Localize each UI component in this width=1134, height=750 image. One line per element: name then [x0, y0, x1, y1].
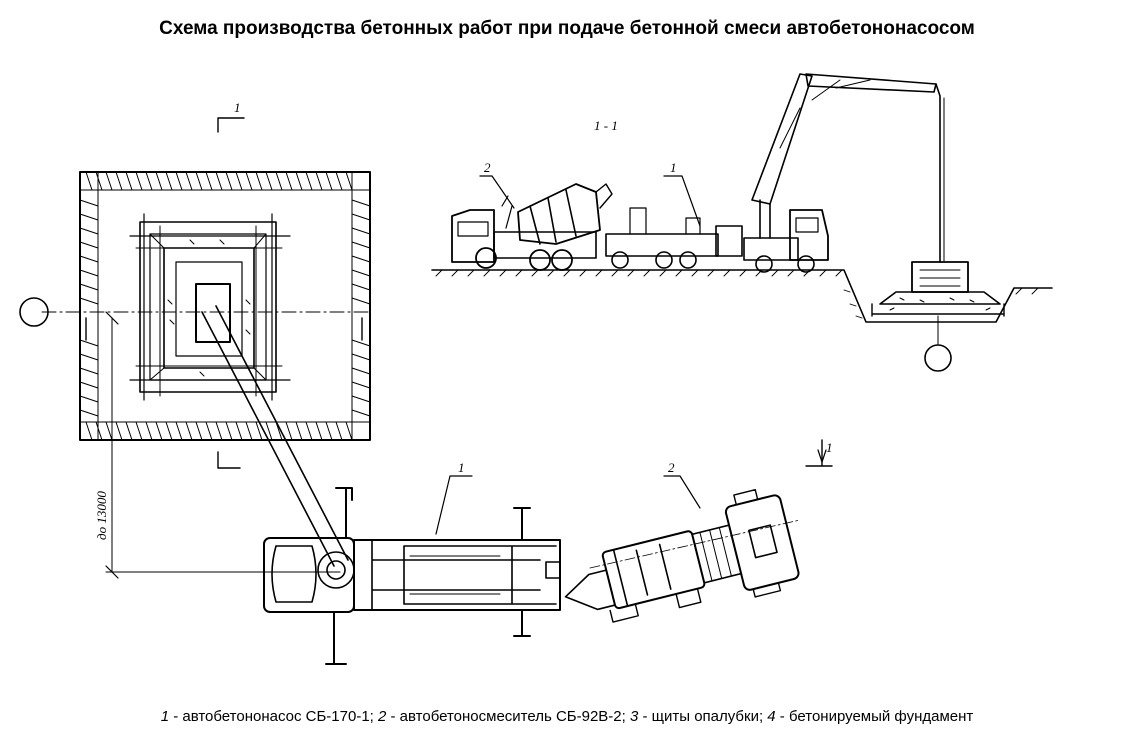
callout-mixer-plan: 2 [668, 460, 675, 475]
formwork-frames [129, 213, 291, 401]
concrete-hose-plan [201, 305, 349, 567]
mixer-truck-side [451, 183, 613, 271]
pump-trailer-side [605, 207, 743, 269]
ground-line [431, 269, 1053, 323]
diagram-title: Схема производства бетонных работ при по… [159, 18, 975, 39]
callout-pump-top: 1 [670, 160, 677, 175]
pump-truck-side [743, 73, 945, 273]
dimension-line: до 13000 [94, 311, 341, 579]
hatch-top [79, 171, 371, 441]
section-label: 1 - 1 [594, 118, 618, 133]
legend-text-3: - щиты опалубки; [638, 708, 768, 725]
section-mark-right: 1 [826, 440, 833, 455]
callout-pump-plan: 1 [458, 460, 465, 475]
mixer-truck-plan [564, 489, 800, 623]
legend-num-4: 4 [767, 708, 776, 725]
legend-text-1: - автобетононасос СБ-170-1; [169, 708, 378, 725]
legend: 1 - автобетононасос СБ-170-1; 2 - автобе… [0, 708, 1134, 725]
legend-num-2: 2 [378, 708, 387, 725]
legend-num-3: 3 [629, 708, 639, 725]
dimension-label: до 13000 [94, 491, 109, 540]
legend-text-2: - автобетоносмеситель СБ-92В-2; [386, 708, 630, 725]
legend-num-1: 1 [160, 708, 170, 725]
callout-mixer-top: 2 [484, 160, 491, 175]
foundation-pit-plan: 1 [19, 100, 371, 469]
legend-text-4: - бетонируемый фундамент [775, 708, 974, 725]
pump-truck-plan [263, 487, 561, 665]
section-mark-top: 1 [234, 100, 241, 115]
foundation-section [871, 261, 1005, 372]
